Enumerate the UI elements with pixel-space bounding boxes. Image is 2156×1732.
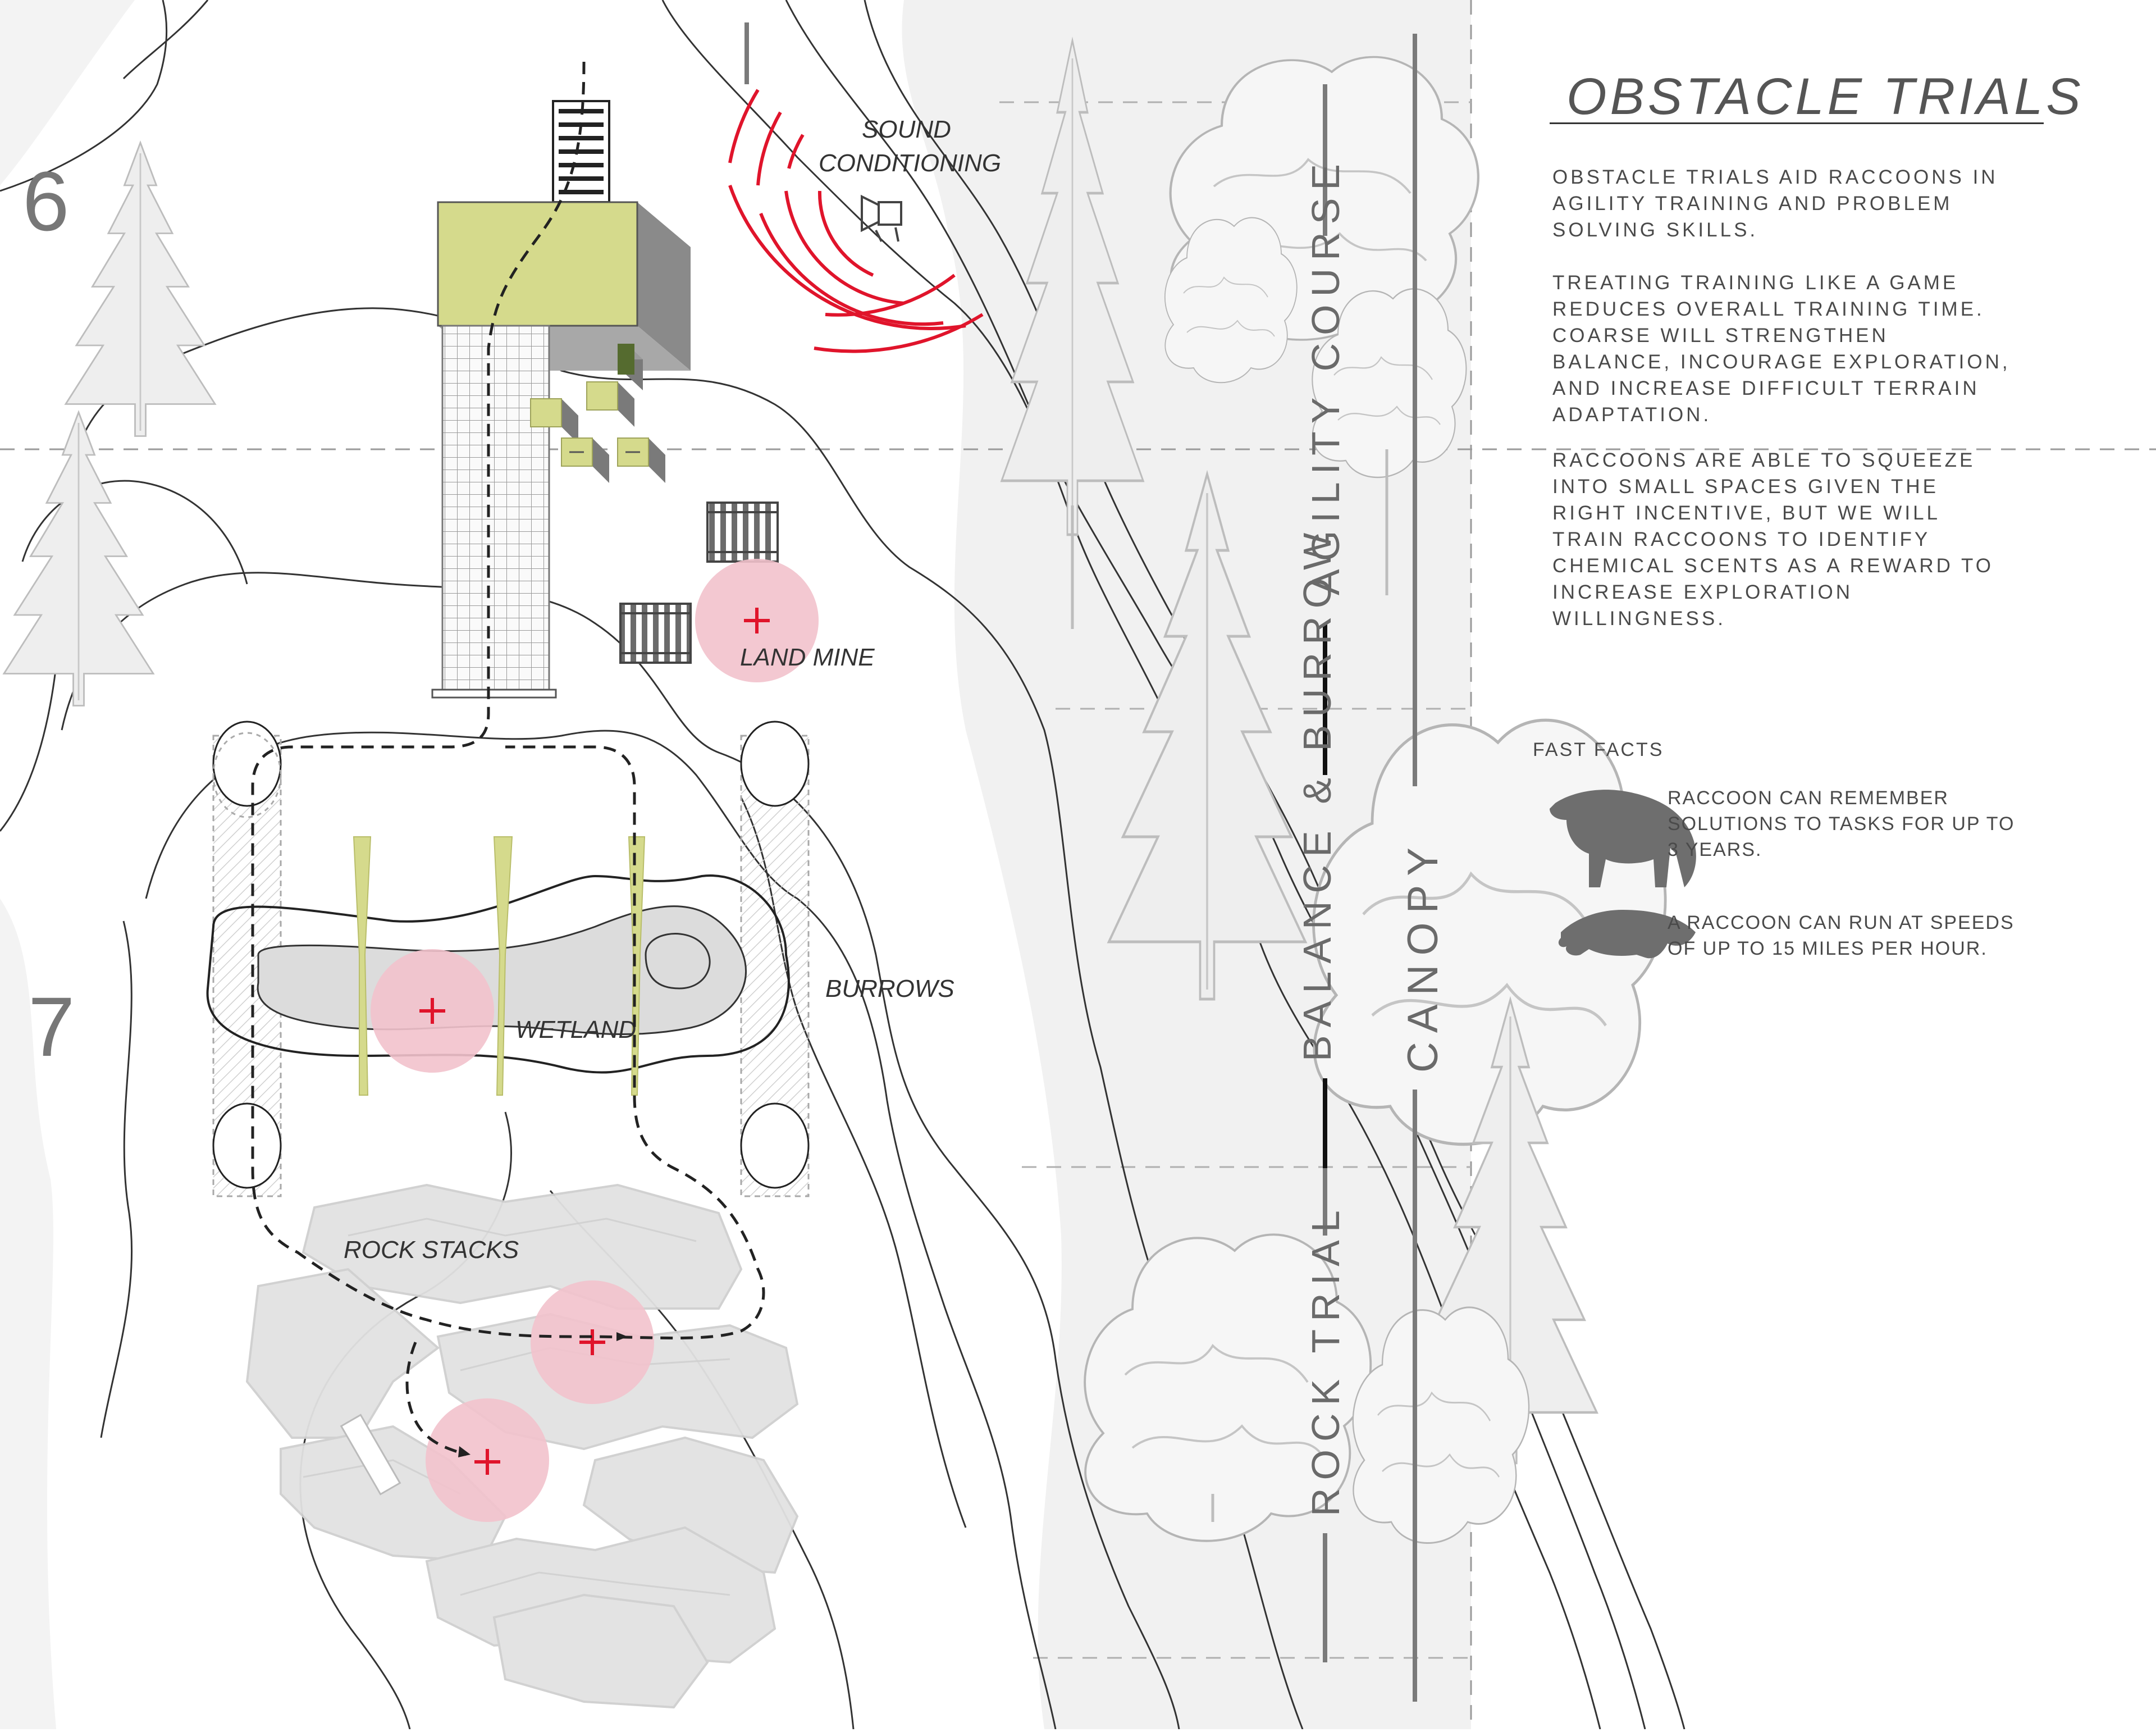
speaker-icon (861, 194, 902, 242)
contour-line (61, 572, 1180, 1730)
target-cross (419, 998, 445, 1024)
rock-edge (460, 1571, 730, 1596)
section-label-agility: AGILITY COURSE (1304, 156, 1347, 595)
title-underline (1550, 122, 2044, 124)
slat-crate (619, 603, 692, 664)
contour-line (122, 0, 209, 80)
rock-edge (348, 1218, 697, 1242)
grid-number-7: 7 (28, 979, 75, 1074)
lime-block (530, 398, 578, 444)
fast-fact-2: A RACCOON CAN RUN AT SPEEDS OF UP TO 15 … (1668, 912, 2015, 959)
intro-paragraph-3: RACCOONS ARE ABLE TO SQUEEZE INTO SMALL … (1552, 449, 1994, 630)
log-posts (353, 836, 646, 1096)
sound-waves (728, 89, 984, 353)
fast-facts-heading: FAST FACTS (1533, 739, 1664, 760)
burrow-right (740, 721, 810, 1197)
target-cross (579, 1329, 605, 1355)
wetland-pond (645, 933, 711, 990)
section-label-balance: BALANCE & BURROW (1295, 525, 1339, 1061)
label-wetland: WETLAND (515, 1016, 636, 1043)
label-land-mine: LAND MINE (740, 644, 875, 671)
slat-crate (706, 502, 779, 563)
lime-block (618, 344, 643, 390)
grid-number-6: 6 (22, 154, 69, 248)
intro-paragraph-1: OBSTACLE TRIALS AID RACCOONS IN AGILITY … (1552, 166, 1998, 241)
pine-tree (65, 142, 216, 437)
grid-walkway (441, 325, 550, 692)
contour-line (785, 0, 1646, 1730)
target-cross (744, 608, 770, 633)
burrow-left (212, 721, 282, 1197)
contour-line (100, 920, 133, 1438)
page-title: OBSTACLE TRIALS (1566, 68, 2084, 125)
section-label-canopy: CANOPY (1399, 838, 1447, 1073)
raccoon-standing-icon (1550, 790, 1696, 887)
label-burrows: BURROWS (825, 975, 954, 1002)
lime-block (617, 437, 665, 483)
intro-paragraph-2: TREATING TRAINING LIKE A GAME REDUCES OV… (1552, 272, 2011, 426)
pine-tree (3, 411, 154, 707)
contour-line (21, 480, 248, 585)
label-rock-stacks: ROCK STACKS (344, 1236, 519, 1264)
target-cross (474, 1449, 500, 1475)
section-label-rock: ROCK TRIAL (1304, 1202, 1347, 1516)
rock-slab (340, 1414, 401, 1496)
label-conditioning: CONDITIONING (819, 149, 1001, 177)
ladder (552, 100, 610, 203)
terrain-band-left (0, 0, 135, 1729)
lime-block (561, 437, 609, 483)
raccoon-route (251, 61, 765, 1456)
lime-block (586, 381, 634, 427)
route-arrow (458, 1446, 471, 1457)
label-sound: SOUND (862, 116, 951, 143)
walkway-base (431, 689, 557, 699)
contour-line (0, 0, 168, 192)
fast-fact-1: RACCOON CAN REMEMBER SOLUTIONS TO TASKS … (1668, 787, 2015, 860)
route-arrow (616, 1332, 628, 1341)
raccoon-running-icon (1558, 910, 1696, 959)
